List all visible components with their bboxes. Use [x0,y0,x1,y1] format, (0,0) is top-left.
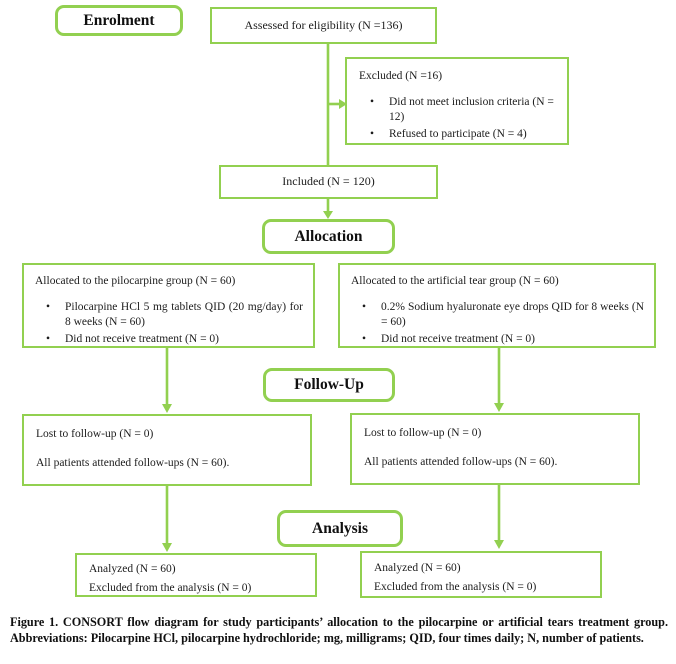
bullet-icon: • [362,300,367,313]
stage-label-followup-text: Follow-Up [294,376,364,393]
alloc-left-title: Allocated to the pilocarpine group (N = … [35,275,236,287]
analysis-right-line2: Excluded from the analysis (N = 0) [374,580,537,593]
stage-label-allocation: Allocation [262,219,395,254]
arrowhead-an-right [494,540,504,549]
list-item: • Did not receive treatment (N = 0) [35,332,303,347]
analysis-left-line2: Excluded from the analysis (N = 0) [89,581,252,594]
stage-label-enrolment-text: Enrolment [83,11,155,29]
followup-right-box: Lost to follow-up (N = 0) All patients a… [350,413,640,485]
list-item: • Did not meet inclusion criteria (N = 1… [359,95,557,125]
alloc-left-bullet-1: Pilocarpine HCl 5 mg tablets QID (20 mg/… [65,300,303,328]
analysis-right-box: Analyzed (N = 60) Excluded from the anal… [360,551,602,598]
included-box: Included (N = 120) [219,165,438,199]
figure-caption: Figure 1. CONSORT flow diagram for study… [10,615,668,646]
excluded-box: Excluded (N =16) • Did not meet inclusio… [345,57,569,145]
bullet-icon: • [362,332,367,345]
alloc-right-bullet-1: 0.2% Sodium hyaluronate eye drops QID fo… [381,300,644,328]
alloc-right-bullets: • 0.2% Sodium hyaluronate eye drops QID … [351,300,644,347]
arrowhead-an-left [162,543,172,552]
excluded-bullet-2: Refused to participate (N = 4) [389,127,527,140]
analysis-right-line1: Analyzed (N = 60) [374,562,461,574]
allocation-artificial-tear-box: Allocated to the artificial tear group (… [338,263,656,348]
followup-left-box: Lost to follow-up (N = 0) All patients a… [22,414,312,486]
assessed-box: Assessed for eligibility (N =136) [210,7,437,44]
alloc-right-bullet-2: Did not receive treatment (N = 0) [381,332,536,345]
excluded-bullets: • Did not meet inclusion criteria (N = 1… [359,95,557,142]
alloc-left-bullets: • Pilocarpine HCl 5 mg tablets QID (20 m… [35,300,303,347]
followup-right-line2: All patients attended follow-ups (N = 60… [364,455,558,468]
arrowhead-fu-right [494,403,504,412]
followup-right-line1: Lost to follow-up (N = 0) [364,427,482,439]
alloc-right-title: Allocated to the artificial tear group (… [351,275,559,287]
excluded-bullet-1: Did not meet inclusion criteria (N = 12) [389,95,554,123]
list-item: • Did not receive treatment (N = 0) [351,332,644,347]
analysis-left-line1: Analyzed (N = 60) [89,563,176,575]
arrowhead-excluded [339,99,347,109]
list-item: • 0.2% Sodium hyaluronate eye drops QID … [351,300,644,330]
followup-left-line2: All patients attended follow-ups (N = 60… [36,456,230,469]
excluded-title: Excluded (N =16) [359,70,443,82]
stage-label-allocation-text: Allocation [294,227,363,245]
allocation-pilocarpine-box: Allocated to the pilocarpine group (N = … [22,263,315,348]
alloc-left-bullet-2: Did not receive treatment (N = 0) [65,332,220,345]
included-text: Included (N = 120) [282,174,375,189]
stage-label-enrolment: Enrolment [55,5,183,36]
stage-label-analysis-text: Analysis [312,519,368,537]
analysis-left-box: Analyzed (N = 60) Excluded from the anal… [75,553,317,597]
bullet-icon: • [370,127,375,140]
list-item: • Pilocarpine HCl 5 mg tablets QID (20 m… [35,300,303,330]
followup-left-line1: Lost to follow-up (N = 0) [36,428,154,440]
bullet-icon: • [370,95,375,108]
bullet-icon: • [46,300,51,313]
arrowhead-fu-left [162,404,172,413]
bullet-icon: • [46,332,51,345]
stage-label-followup: Follow-Up [263,368,395,402]
assessed-text: Assessed for eligibility (N =136) [244,17,403,32]
stage-label-analysis: Analysis [277,510,403,547]
arrowhead-allocation [323,211,333,219]
list-item: • Refused to participate (N = 4) [359,127,557,142]
